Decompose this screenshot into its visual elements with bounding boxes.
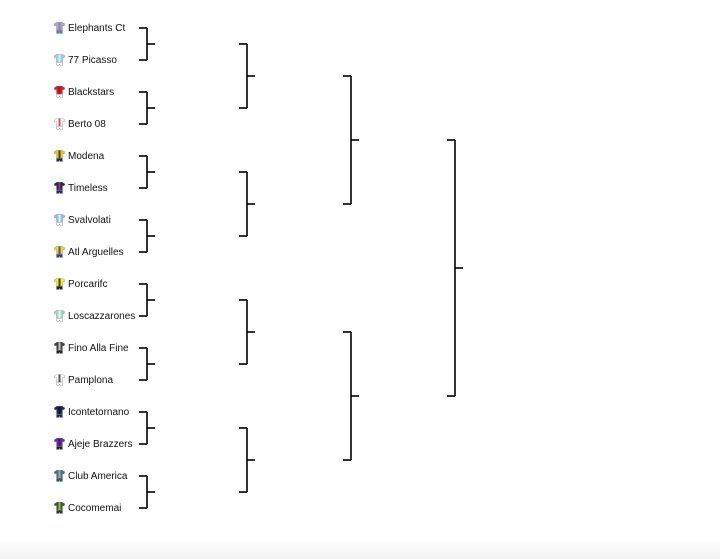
team-jersey-icon bbox=[54, 54, 65, 66]
team-jersey-icon bbox=[54, 246, 65, 258]
team-entry[interactable]: Ajeje Brazzers bbox=[54, 436, 132, 452]
team-entry[interactable]: Modena bbox=[54, 148, 104, 164]
team-entry[interactable]: 77 Picasso bbox=[54, 52, 117, 68]
team-jersey-icon bbox=[54, 22, 65, 34]
team-entry[interactable]: Pamplona bbox=[54, 372, 113, 388]
team-name: Modena bbox=[68, 150, 105, 162]
team-entry[interactable]: Icontetornano bbox=[54, 404, 129, 420]
team-entry[interactable]: Blackstars bbox=[54, 84, 114, 100]
team-name: Svalvolati bbox=[68, 214, 111, 226]
team-jersey-icon bbox=[54, 438, 65, 450]
team-jersey-icon bbox=[54, 342, 65, 354]
team-name: Berto 08 bbox=[68, 118, 106, 130]
page-footer-strip bbox=[0, 541, 720, 559]
team-jersey-icon bbox=[54, 214, 65, 226]
team-jersey-icon bbox=[54, 502, 65, 514]
team-entry[interactable]: Berto 08 bbox=[54, 116, 106, 132]
team-name: 77 Picasso bbox=[68, 54, 117, 66]
team-entry[interactable]: Loscazzarones bbox=[54, 308, 135, 324]
team-entry[interactable]: Cocomemai bbox=[54, 500, 121, 516]
team-entry[interactable]: Porcarifc bbox=[54, 276, 107, 292]
team-jersey-icon bbox=[54, 86, 65, 98]
team-jersey-icon bbox=[54, 406, 65, 418]
team-name: Pamplona bbox=[68, 374, 114, 386]
team-entry[interactable]: Fino Alla Fine bbox=[54, 340, 129, 356]
team-name: Ajeje Brazzers bbox=[68, 438, 133, 450]
team-name: Blackstars bbox=[68, 86, 115, 98]
team-name: Fino Alla Fine bbox=[68, 342, 129, 354]
team-jersey-icon bbox=[54, 278, 65, 290]
team-entry[interactable]: Atl Arguelles bbox=[54, 244, 124, 260]
team-jersey-icon bbox=[54, 470, 65, 482]
team-entry[interactable]: Club America bbox=[54, 468, 127, 484]
team-name: Cocomemai bbox=[68, 502, 122, 514]
team-name: Timeless bbox=[68, 182, 108, 194]
team-name: Icontetornano bbox=[68, 406, 130, 418]
team-jersey-icon bbox=[54, 310, 65, 322]
team-entry[interactable]: Svalvolati bbox=[54, 212, 111, 228]
team-jersey-icon bbox=[54, 118, 65, 130]
team-name: Loscazzarones bbox=[68, 310, 136, 322]
team-jersey-icon bbox=[54, 182, 65, 194]
team-name: Elephants Ct bbox=[68, 22, 126, 34]
team-entry[interactable]: Elephants Ct bbox=[54, 20, 125, 36]
team-name: Atl Arguelles bbox=[68, 246, 124, 258]
team-jersey-icon bbox=[54, 374, 65, 386]
team-entry[interactable]: Timeless bbox=[54, 180, 108, 196]
team-name: Porcarifc bbox=[68, 278, 108, 290]
team-name: Club America bbox=[68, 470, 128, 482]
team-jersey-icon bbox=[54, 150, 65, 162]
